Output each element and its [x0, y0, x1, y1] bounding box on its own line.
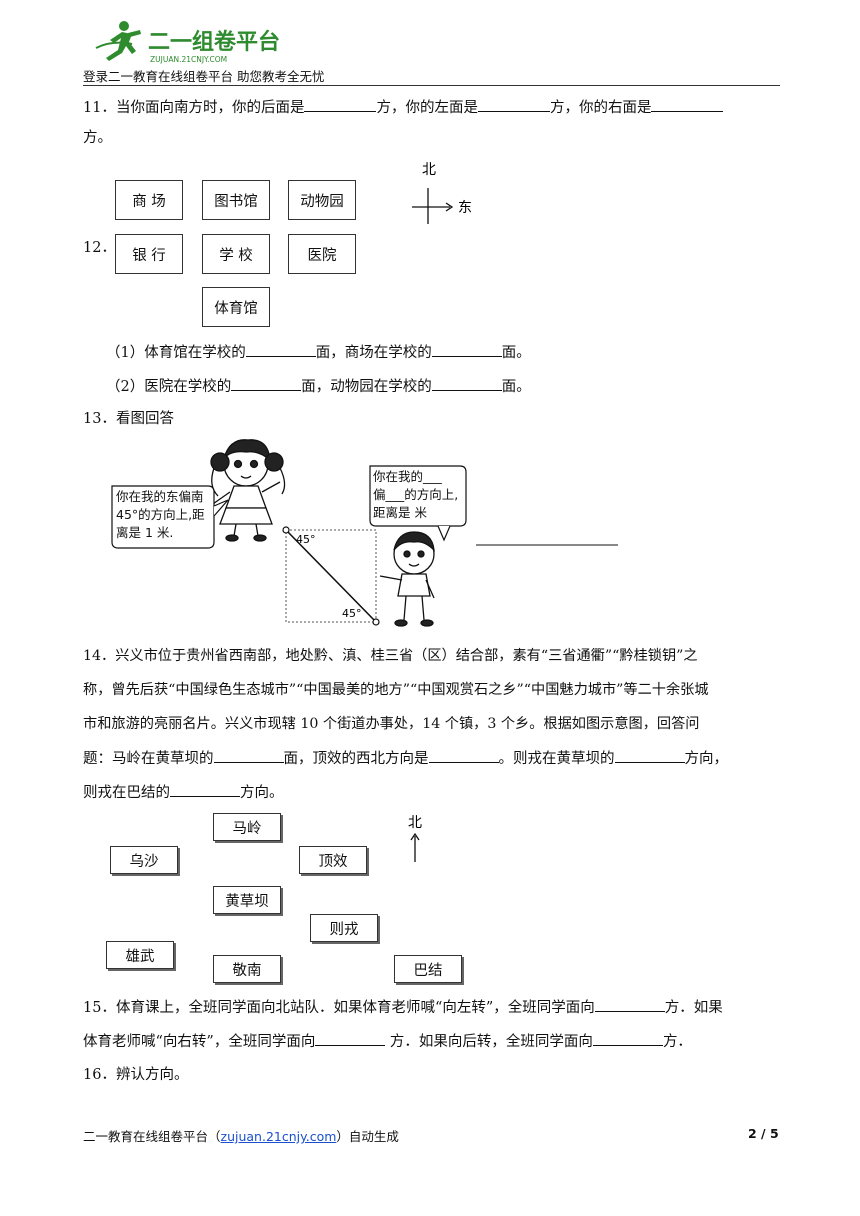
place-box-gym: 体育馆	[202, 287, 270, 327]
q15-text-b: 方．如果	[664, 1000, 723, 1016]
logo-subtext: ZUJUAN.21CNJY.COM	[150, 55, 227, 64]
place-box-hospital: 医院	[288, 234, 356, 274]
q14-text-a: 题：马岭在黄草坝的	[83, 751, 214, 767]
girl-speech-text: 你在我的东偏南 45°的方向上,距 离是 1 米.	[116, 488, 205, 542]
place-box-library: 图书馆	[202, 180, 270, 220]
angle-label-bottom: 45°	[342, 607, 362, 620]
boy-speech-line-1: 你在我的___	[373, 469, 442, 484]
q14-line-3: 市和旅游的亮丽名片。兴义市现辖 10 个街道办事处，14 个镇，3 个乡。根据如…	[83, 716, 700, 732]
footer-credit: 二一教育在线组卷平台（zujuan.21cnjy.com）自动生成	[83, 1126, 399, 1145]
q12-sub2-text-c: 面。	[501, 379, 531, 395]
q12-sub1-text-b: 面，商场在学校的	[315, 345, 432, 361]
header-divider	[83, 85, 780, 86]
boy-speech-text: 你在我的___ 偏___的方向上, 距离是 米	[373, 468, 458, 522]
q12-sub2-text-b: 面，动物园在学校的	[301, 379, 432, 395]
q11-text-d: 方。	[83, 130, 112, 146]
girl-speech-line-3: 离是 1 米.	[116, 525, 174, 540]
map-box-maling: 马岭	[213, 813, 281, 841]
distance-square	[285, 529, 377, 623]
q14-text-b: 面，顶效的西北方向是	[283, 751, 429, 767]
compass-north-label: 北	[422, 162, 436, 178]
place-box-mall: 商 场	[115, 180, 183, 220]
place-box-bank: 银 行	[115, 234, 183, 274]
q15-text-e: 方．	[662, 1034, 692, 1050]
q14-blank-3[interactable]	[614, 748, 685, 763]
q13-illustration: 45° 45°	[111, 439, 618, 627]
footer-text-a: 二一教育在线组卷平台（	[83, 1129, 221, 1144]
q15-line-2: 体育老师喊“向右转”，全班同学面向 方．如果向后转，全班同学面向 方．	[83, 1031, 692, 1052]
header-slogan: 登录二一教育在线组卷平台 助您教考全无忧	[83, 69, 325, 84]
q11-blank-1[interactable]	[304, 97, 377, 112]
q14-text-e: 则戎在巴结的	[83, 785, 170, 801]
q14-blank-1[interactable]	[213, 748, 284, 763]
q11-text-c: 方，你的右面是	[549, 100, 652, 116]
boy-speech-line-2: 偏___的方向上,	[373, 487, 459, 502]
logo-text: 二一组卷平台	[148, 29, 280, 55]
q12-sub1-text-a: （1）体育馆在学校的	[106, 345, 246, 361]
q14-line-4: 题：马岭在黄草坝的 面，顶效的西北方向是 。则戎在黄草坝的 方向，	[83, 748, 728, 769]
q14-blank-2[interactable]	[428, 748, 499, 763]
q15-blank-2[interactable]	[315, 1031, 386, 1046]
q14-text-f: 方向。	[240, 785, 284, 801]
compass-east-label: 东	[458, 200, 472, 216]
q11-blank-2[interactable]	[477, 97, 550, 112]
boy-speech-line-3: 距离是 米	[373, 505, 427, 520]
q11-blank-3[interactable]	[651, 97, 724, 112]
question-11: 11．当你面向南方时，你的后面是 方，你的左面是 方，你的右面是	[83, 97, 724, 118]
q15-text-d: 方．如果向后转，全班同学面向	[385, 1034, 593, 1050]
map-box-xiongwu: 雄武	[106, 941, 174, 969]
boy-figure-icon	[379, 531, 435, 627]
q12-sub-1: （1）体育馆在学校的 面，商场在学校的 面。	[106, 342, 531, 363]
map-box-zerong: 则戎	[310, 914, 378, 942]
q12-sub2-blank-1[interactable]	[231, 376, 302, 391]
q12-sub1-blank-2[interactable]	[431, 342, 502, 357]
q15-text-a: 15．体育课上，全班同学面向北站队．如果体育老师喊“向左转”，全班同学面向	[83, 1000, 595, 1016]
q11-text-a: 11．当你面向南方时，你的后面是	[83, 100, 305, 116]
q15-line-1: 15．体育课上，全班同学面向北站队．如果体育老师喊“向左转”，全班同学面向 方．如…	[83, 997, 723, 1018]
girl-speech-line-2: 45°的方向上,距	[116, 507, 205, 522]
q14-blank-4[interactable]	[170, 782, 240, 797]
compass-icon: 北 东	[412, 162, 472, 224]
point-girl	[282, 526, 290, 534]
place-box-zoo: 动物园	[288, 180, 356, 220]
q12-sub2-text-a: （2）医院在学校的	[106, 379, 232, 395]
footer-link[interactable]: zujuan.21cnjy.com	[220, 1129, 337, 1144]
point-boy	[372, 618, 380, 626]
girl-figure-icon	[209, 439, 286, 542]
q14-text-d: 方向，	[684, 751, 729, 767]
q14-line-2: 称，曾先后获“中国绿色生态城市”“中国最美的地方”“中国观赏石之乡”“中国魅力城…	[83, 682, 709, 698]
q15-blank-3[interactable]	[592, 1031, 663, 1046]
north-arrow-label: 北	[408, 815, 422, 831]
diagonal-line	[285, 529, 377, 623]
q12-sub-2: （2）医院在学校的 面，动物园在学校的 面。	[106, 376, 531, 397]
map-box-wusha: 乌沙	[110, 846, 178, 874]
q12-sub1-blank-1[interactable]	[245, 342, 316, 357]
q12-sub2-blank-2[interactable]	[431, 376, 502, 391]
q14-text-c: 。则戎在黄草坝的	[498, 751, 615, 767]
place-box-school: 学 校	[202, 234, 270, 274]
q16-text: 16．辨认方向。	[83, 1067, 189, 1083]
map-box-jingnan: 敬南	[213, 955, 281, 983]
girl-speech-line-1: 你在我的东偏南	[116, 489, 204, 504]
q15-text-c: 体育老师喊“向右转”，全班同学面向	[83, 1034, 316, 1050]
site-logo: 二一组卷平台 ZUJUAN.21CNJY.COM	[95, 21, 280, 64]
q15-blank-1[interactable]	[594, 997, 665, 1012]
q14-line-1: 14．兴义市位于贵州省西南部，地处黔、滇、桂三省（区）结合部，素有“三省通衢”“…	[83, 648, 698, 664]
map-box-huangcaoba: 黄草坝	[213, 886, 281, 914]
runner-icon	[95, 21, 141, 61]
q11-text-b: 方，你的左面是	[376, 100, 478, 116]
page-number: 2 / 5	[748, 1126, 779, 1141]
map-box-bajie: 巴结	[394, 955, 462, 983]
north-arrow-icon: 北	[408, 815, 422, 862]
footer-text-b: ）自动生成	[336, 1129, 399, 1144]
q13-title: 13．看图回答	[83, 411, 174, 427]
girl-speech-bubble	[111, 485, 215, 549]
map-box-dingxiao: 顶效	[299, 846, 367, 874]
angle-label-top: 45°	[296, 533, 316, 546]
boy-speech-bubble	[369, 465, 467, 527]
q12-sub1-text-c: 面。	[501, 345, 531, 361]
q14-line-5: 则戎在巴结的 方向。	[83, 782, 284, 803]
q12-number: 12．	[83, 240, 116, 256]
